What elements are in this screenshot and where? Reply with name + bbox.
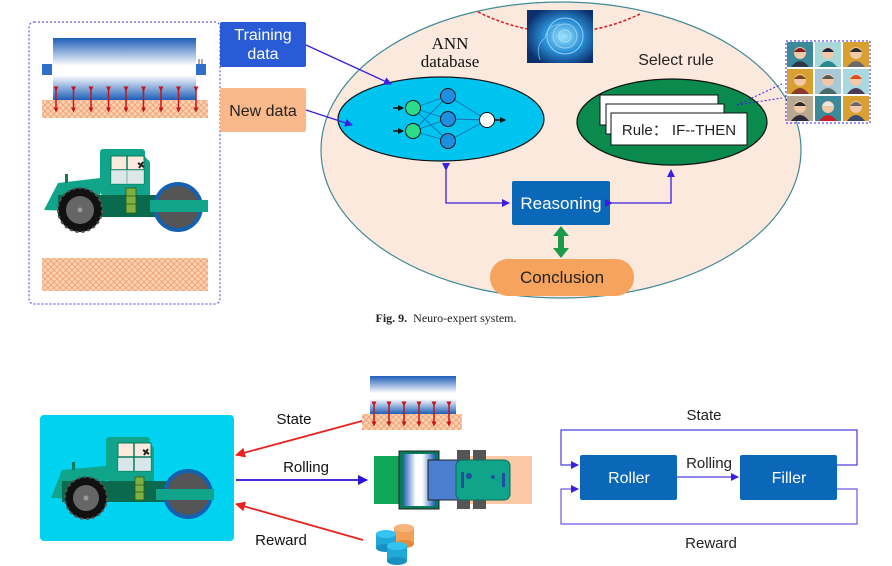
expert-avatar-icon	[787, 42, 813, 67]
filler-node[interactable]: Filler	[740, 455, 837, 500]
vibration-arrows	[53, 86, 199, 113]
roller-top-view-illustration	[374, 450, 532, 510]
expert-avatar-icon	[787, 96, 813, 121]
loop-rolling-label: Rolling	[686, 455, 732, 472]
expert-connector	[736, 83, 783, 106]
figure-10-left: State Rolling Reward	[40, 376, 532, 565]
loop-state-label: State	[686, 407, 721, 424]
ann-label-1: ANN	[432, 34, 469, 53]
reward-label: Reward	[255, 532, 307, 549]
rolling-label: Rolling	[283, 459, 329, 476]
compaction-panel	[28, 21, 221, 305]
roller-drum-illustration	[42, 38, 208, 118]
state-soil-illustration	[362, 376, 462, 430]
training-data-box[interactable]: Training data	[220, 22, 306, 67]
ai-head-image	[527, 10, 593, 63]
new-data-label: New data	[229, 103, 297, 120]
loop-reward-label: Reward	[685, 535, 737, 552]
figure-10-right: State Roller Filler Rolling Reward	[560, 407, 858, 552]
expert-avatar-icon	[843, 69, 869, 94]
newdata-to-ann-arrow	[305, 109, 353, 127]
reasoning-conclusion-arrow	[553, 226, 569, 258]
expert-system-ellipse	[320, 1, 802, 299]
rule-card-label: Rule： IF--THEN	[622, 122, 736, 139]
state-arrow	[235, 420, 363, 458]
roller-node-label: Roller	[608, 470, 650, 487]
expert-avatar-grid	[785, 40, 871, 124]
rule-base-ellipse[interactable]: Rule： IF--THEN	[576, 78, 768, 166]
reasoning-box[interactable]: Reasoning	[512, 181, 610, 225]
state-loop-line	[560, 429, 858, 469]
roller-side-illustration	[44, 149, 208, 233]
conclusion-label: Conclusion	[520, 268, 604, 287]
expert-avatar-icon	[843, 96, 869, 121]
new-data-box[interactable]: New data	[220, 88, 306, 132]
caption-text: Neuro-expert system.	[413, 311, 517, 325]
reward-coins-illustration	[376, 524, 414, 565]
expert-avatar-icon	[843, 42, 869, 67]
neural-network-icon	[393, 88, 506, 149]
agent-roller-panel[interactable]	[40, 415, 234, 541]
figure-9: Training data New data ANN database	[28, 1, 871, 305]
expert-avatar-icon	[815, 96, 841, 121]
training-data-label-1: Training	[234, 27, 291, 44]
ann-database-ellipse[interactable]	[337, 76, 545, 162]
reasoning-label: Reasoning	[520, 194, 601, 213]
red-dashed-arc	[477, 11, 641, 34]
state-label: State	[276, 411, 311, 428]
reward-loop-line	[560, 485, 858, 525]
training-to-ann-arrow	[305, 44, 392, 85]
conclusion-box[interactable]: Conclusion	[490, 259, 634, 296]
expert-avatar-icon	[787, 69, 813, 94]
ann-label-2: database	[421, 52, 480, 71]
expert-avatar-icon	[815, 69, 841, 94]
roller-node[interactable]: Roller	[580, 455, 677, 500]
reward-arrow	[235, 501, 364, 541]
training-data-label-2: data	[247, 46, 278, 63]
rule-reasoning-arrow	[605, 169, 675, 207]
select-rule-label: Select rule	[638, 52, 714, 69]
rule-card	[610, 112, 748, 146]
figure-caption: Fig. 9. Neuro-expert system.	[0, 311, 892, 326]
expert-avatar-icon	[815, 42, 841, 67]
caption-label: Fig. 9.	[375, 311, 408, 325]
soil-layer	[42, 258, 208, 291]
filler-node-label: Filler	[772, 470, 807, 487]
ann-reasoning-arrow	[442, 163, 510, 207]
